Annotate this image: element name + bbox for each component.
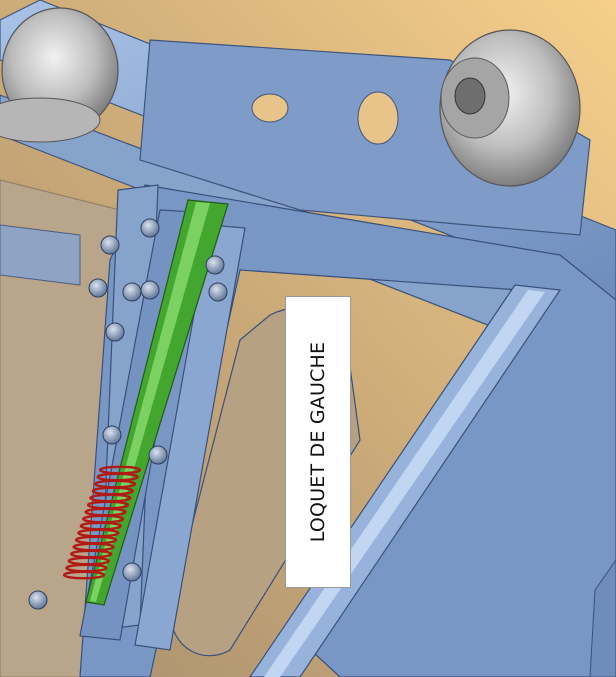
bolt-head [122,562,142,582]
bolt-head [205,255,225,275]
compression-spring [62,465,142,580]
bolt-head [140,218,160,238]
caster-wheel-right [439,29,581,187]
latch-guide-plate-3 [134,224,246,651]
bolt-head [102,425,122,445]
bolt-head [105,322,125,342]
bolt-group [28,218,228,610]
bolt-head [122,282,142,302]
bolt-head [208,282,228,302]
bolt-head [88,278,108,298]
bolt-head [100,235,120,255]
bolt-head [28,590,48,610]
rear-rail [0,224,81,286]
callout-label-text: LOQUET DE GAUCHE [307,341,329,543]
bolt-head [140,280,160,300]
spring-coil [62,570,106,580]
right-upright [589,559,616,677]
bracket-hole [251,93,289,123]
bracket-hole [357,91,399,145]
caster-wheel-left [0,7,119,143]
callout-label-box: LOQUET DE GAUCHE [285,296,351,588]
bolt-head [148,445,168,465]
